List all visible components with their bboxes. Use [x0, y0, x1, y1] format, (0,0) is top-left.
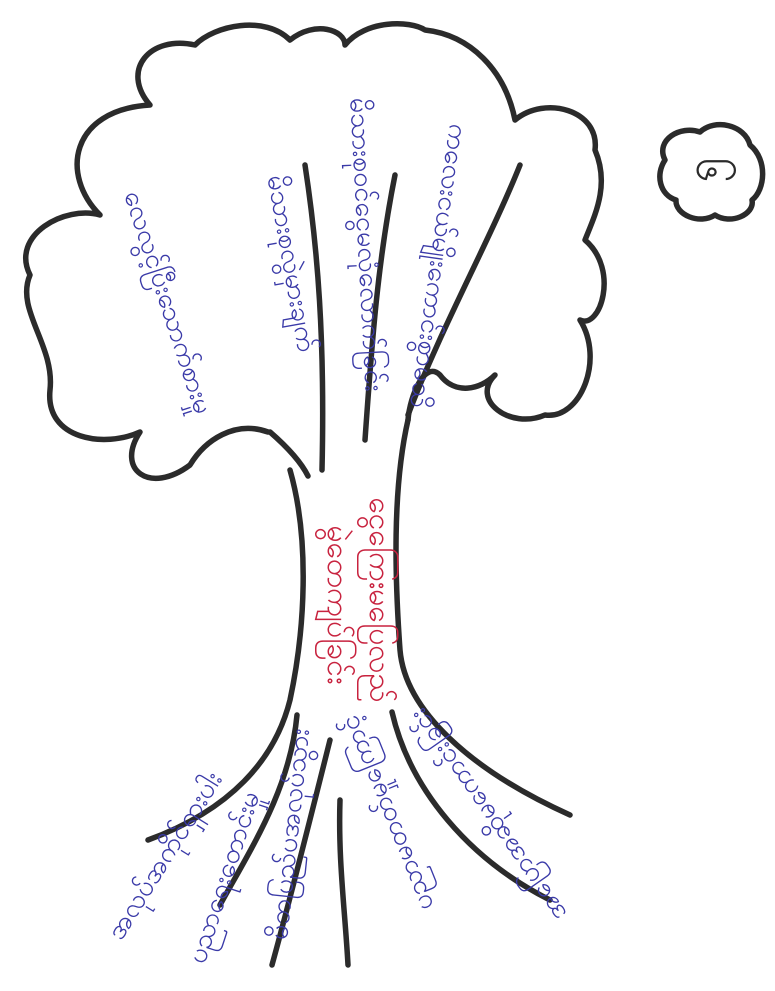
trunk-text-line-2: မွဲတေကျပ်ခြင်း	[314, 525, 357, 684]
branch-text-1: လေလွင့်ပြီးသောက်စားမှု	[113, 186, 221, 419]
corner-number: ၆	[686, 158, 737, 183]
root-line-3	[340, 800, 348, 965]
trunk-text-line-1: ငွေကြေးမပြေလည်	[356, 497, 399, 702]
root-text-3: မိဘပြည်ပအလုပ်သွား	[261, 727, 321, 942]
trunk-right-edge	[396, 420, 570, 815]
branch-text-4: ကလေးငယ်မျိုးကောင်းစွာမသိ	[398, 121, 474, 410]
